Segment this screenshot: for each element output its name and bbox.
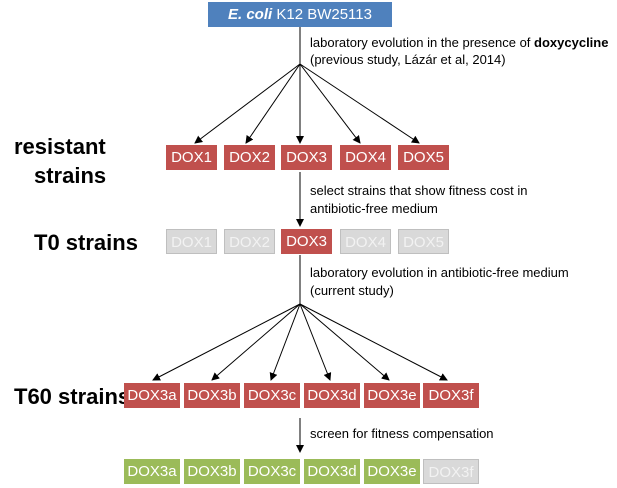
arrow-to-dox3e	[299, 303, 390, 381]
strain-box-dox3a: DOX3a	[124, 383, 180, 408]
strain-box-dox3c: DOX3c	[244, 459, 300, 484]
annotation-select-line2: antibiotic-free medium	[310, 201, 438, 216]
arrow-to-dox3f	[299, 303, 448, 381]
strain-box-dox2: DOX2	[224, 145, 275, 170]
annotation-text: laboratory evolution in the presence of	[310, 35, 535, 50]
strain-box-dox3a: DOX3a	[124, 459, 180, 484]
arrow-to-dox4	[299, 63, 361, 144]
strain-box-dox1: DOX1	[166, 229, 217, 254]
strain-box-dox4: DOX4	[340, 229, 391, 254]
strain-box-dox3f: DOX3f	[423, 383, 479, 408]
strain-box-dox3: DOX3	[281, 229, 332, 254]
antibiotic-name: doxycycline	[534, 35, 609, 50]
strain-box-dox3d: DOX3d	[304, 459, 360, 484]
annotation-evolution-dox-line1: laboratory evolution in the presence of …	[310, 34, 608, 52]
arrow-to-dox2	[245, 63, 301, 144]
annotation-evolution-free-line1: laboratory evolution in antibiotic-free …	[310, 265, 569, 280]
arrow-to-dox1	[194, 63, 301, 144]
arrow-to-dox3d	[299, 303, 332, 381]
row-label-resistant-line1: resistant	[14, 134, 106, 159]
arrow-to-dox3b	[211, 303, 301, 381]
strain-box-dox4: DOX4	[340, 145, 391, 170]
row-label-t0: T0 strains	[34, 230, 138, 255]
strain-box-dox3d: DOX3d	[304, 383, 360, 408]
strain-box-dox3c: DOX3c	[244, 383, 300, 408]
strain-box-dox3e: DOX3e	[364, 459, 420, 484]
strain-box-dox3b: DOX3b	[184, 459, 240, 484]
strain-box-dox3f: DOX3f	[423, 459, 479, 484]
strain-box-dox5: DOX5	[398, 145, 449, 170]
strain-box-dox5: DOX5	[398, 229, 449, 254]
strain-box-dox3e: DOX3e	[364, 383, 420, 408]
ecoli-strain-box: E. coli K12 BW25113	[208, 2, 392, 27]
annotation-evolution-dox-line2: (previous study, Lázár et al, 2014)	[310, 52, 506, 67]
strain-name: K12 BW25113	[272, 6, 372, 23]
arrow-to-dox3a	[152, 303, 301, 381]
annotation-select-line1: select strains that show fitness cost in	[310, 183, 528, 198]
species-name: E. coli	[228, 6, 273, 23]
strain-box-dox1: DOX1	[166, 145, 217, 170]
arrow-to-dox3c	[269, 303, 301, 381]
strain-box-dox3: DOX3	[281, 145, 332, 170]
annotation-screen: screen for fitness compensation	[310, 426, 494, 441]
annotation-evolution-free-line2: (current study)	[310, 283, 394, 298]
row-label-t60: T60 strains	[14, 384, 131, 409]
row-label-resistant-line2: strains	[34, 163, 107, 188]
strain-box-dox3b: DOX3b	[184, 383, 240, 408]
strain-box-dox2: DOX2	[224, 229, 275, 254]
arrow-to-dox5	[299, 63, 420, 144]
